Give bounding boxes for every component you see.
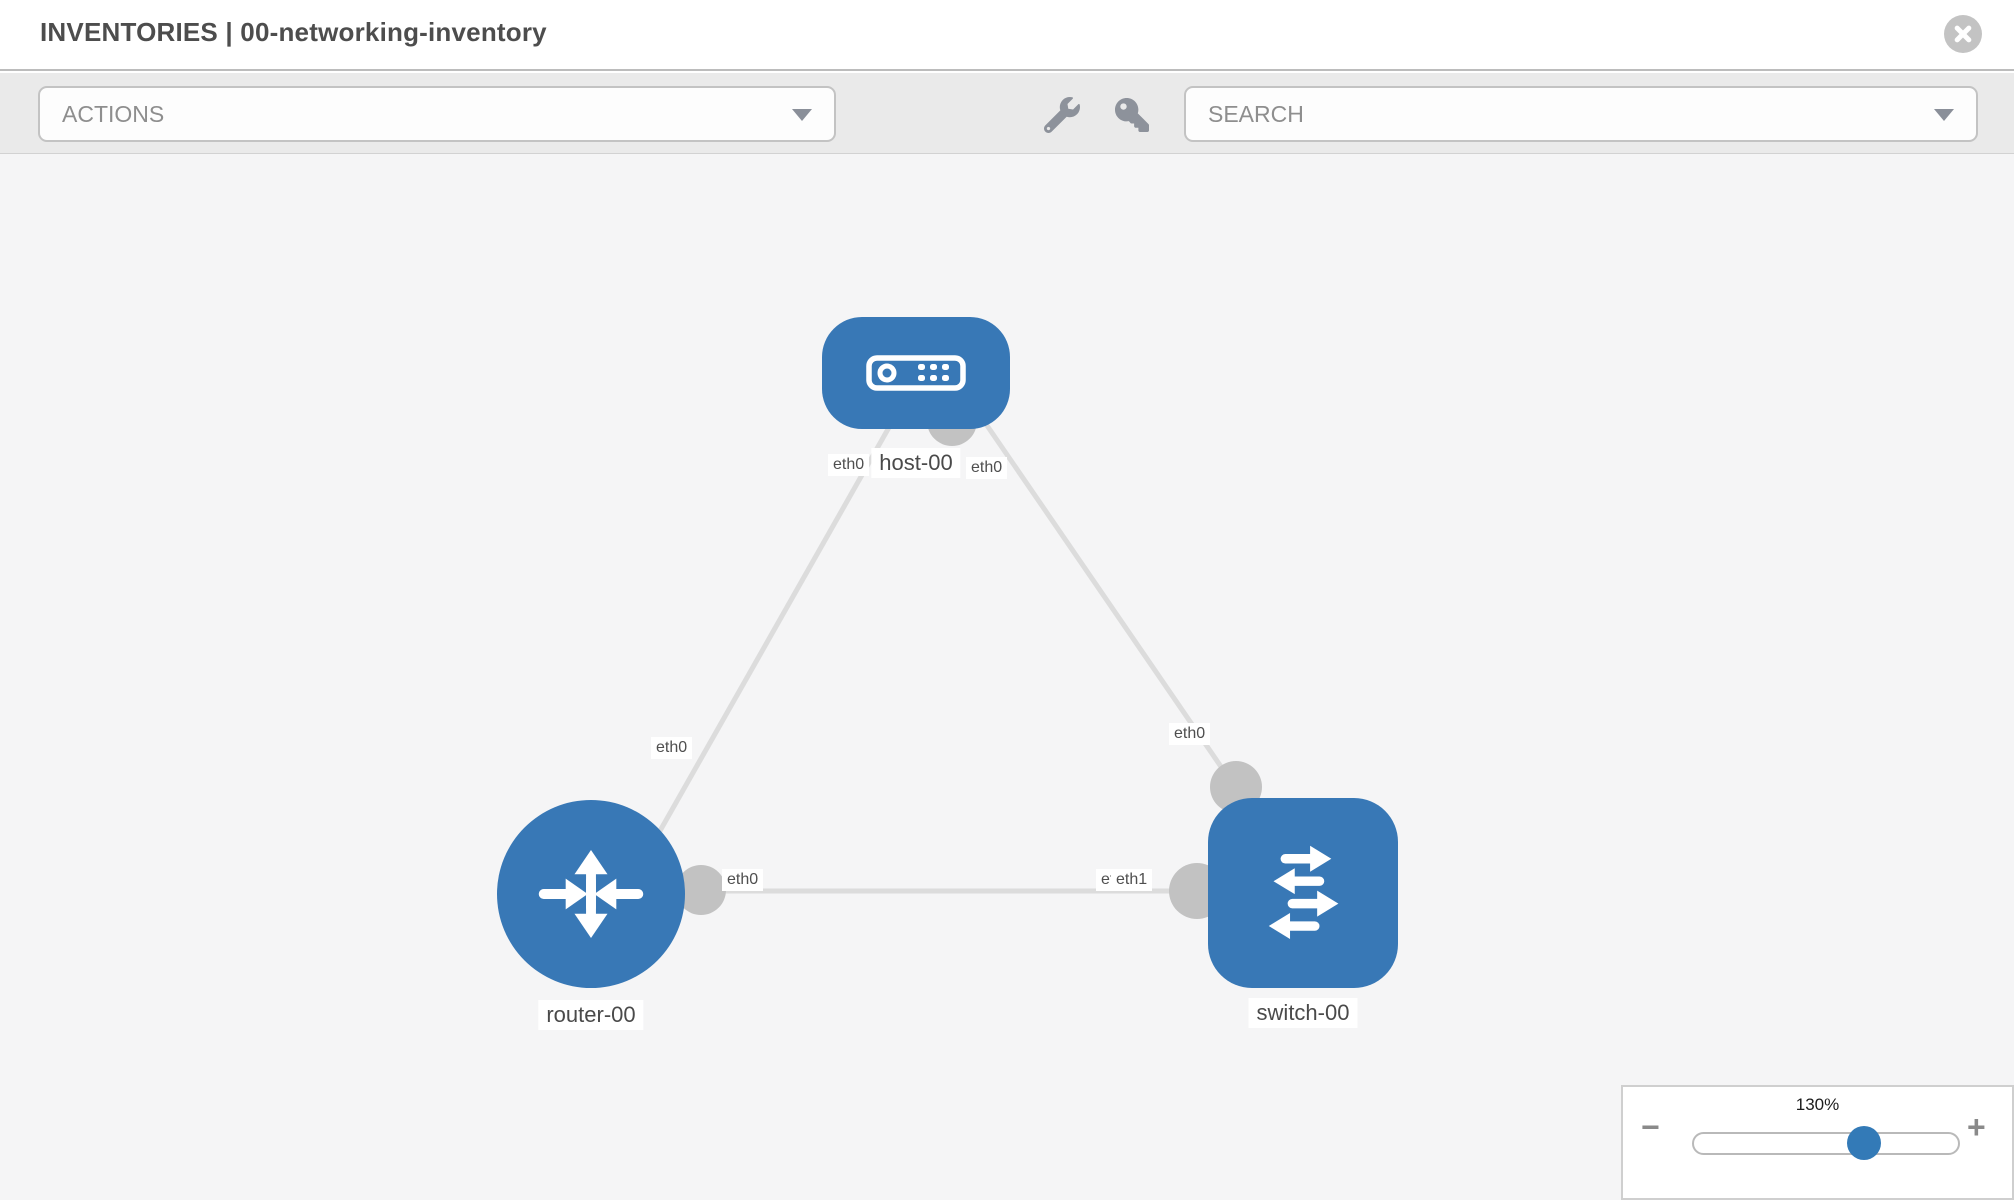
chevron-down-icon: [792, 109, 812, 121]
link-host-router[interactable]: [645, 406, 903, 854]
node-host-00[interactable]: [822, 317, 1010, 429]
toolbar: ACTIONS SEARCH: [0, 73, 2014, 154]
credentials-button[interactable]: [1112, 96, 1152, 136]
window-header: INVENTORIES | 00-networking-inventory: [0, 0, 2014, 71]
router-arrows-icon: [538, 850, 644, 938]
switch-arrows-icon: [1268, 845, 1339, 940]
zoom-percentage: 130%: [1795, 1095, 1840, 1114]
topology-links-layer: [645, 396, 1262, 919]
server-icon: [866, 355, 966, 391]
eth-label-diagonal-left: eth0: [651, 737, 693, 759]
configure-tools-button[interactable]: [1042, 96, 1082, 136]
zoom-in-button[interactable]: +: [1967, 1109, 1986, 1145]
page-title: INVENTORIES | 00-networking-inventory: [40, 17, 547, 47]
node-router-00[interactable]: [497, 800, 685, 988]
close-button[interactable]: [1944, 15, 1982, 53]
eth-label-host-right: eth0: [966, 457, 1008, 479]
key-icon: [1115, 97, 1149, 132]
eth-label-diagonal-right: eth0: [1169, 723, 1211, 745]
topology-canvas[interactable]: host-00 router-00 switch-00 eth0 eth0 et…: [0, 154, 2014, 1200]
node-switch-00[interactable]: [1208, 798, 1398, 988]
zoom-panel: 130% − +: [1621, 1085, 2014, 1200]
search-dropdown[interactable]: SEARCH: [1184, 86, 1978, 142]
eth-label-router-side: eth0: [722, 869, 764, 891]
wrench-icon: [1043, 96, 1080, 133]
node-label-host: host-00: [871, 448, 961, 478]
zoom-slider-handle[interactable]: [1847, 1126, 1881, 1160]
node-label-router: router-00: [538, 1000, 644, 1030]
actions-dropdown[interactable]: ACTIONS: [38, 86, 836, 142]
eth-label-host-left: eth0: [828, 454, 870, 476]
actions-dropdown-label: ACTIONS: [62, 100, 165, 127]
zoom-out-button[interactable]: −: [1641, 1109, 1660, 1145]
interface-port-router: [676, 865, 726, 915]
eth-label-switch-side-over: eth1: [1111, 869, 1153, 891]
zoom-slider-track[interactable]: [1692, 1132, 1960, 1155]
node-label-switch: switch-00: [1248, 998, 1358, 1028]
search-dropdown-label: SEARCH: [1208, 100, 1304, 127]
chevron-down-icon: [1934, 109, 1954, 121]
close-icon: [1954, 25, 1972, 43]
